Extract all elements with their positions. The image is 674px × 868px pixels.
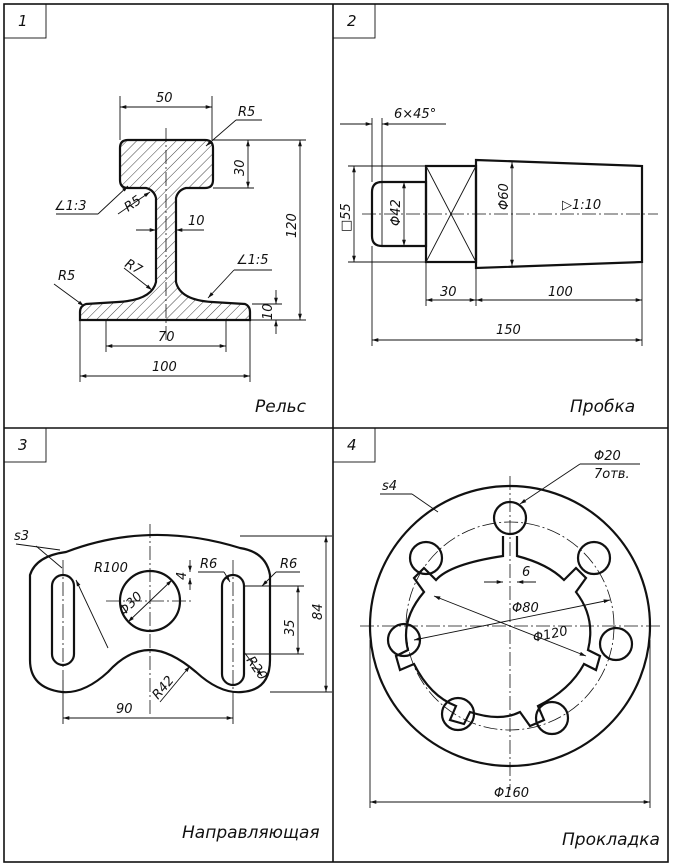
- rail-dim-top-width: 50: [156, 91, 173, 106]
- panel-2-title: Пробка: [570, 397, 635, 417]
- plug-dim-d2: Φ60: [497, 183, 512, 210]
- gasket-drawing: Φ20 7отв. s4 6 Φ80 Φ120 Φ160: [360, 449, 660, 808]
- plug-drawing: 6×45° □55 Φ42 Φ60 ▷1:10 30 100 150: [339, 107, 658, 346]
- gasket-dim-holes: 7отв.: [594, 467, 630, 482]
- guide-dim-r-big: R100: [94, 561, 128, 576]
- rail-dim-web: 10: [188, 214, 205, 229]
- rail-dim-head-height: 30: [233, 159, 248, 176]
- rail-dim-r-neck: R5: [122, 193, 145, 215]
- rail-dim-r-top: R5: [238, 105, 255, 120]
- panel-4-title: Прокладка: [562, 830, 660, 850]
- panel-1-title: Рельс: [255, 397, 307, 417]
- gasket-dim-d-circle: Φ120: [532, 624, 569, 646]
- plug-dim-square: □55: [339, 203, 354, 232]
- rail-dim-slope2: ∠1:5: [236, 253, 269, 268]
- rail-dim-base-width: 100: [152, 360, 177, 375]
- panel-1-number: 1: [18, 12, 28, 30]
- plug-dim-l1: 30: [440, 285, 457, 300]
- guide-dim-r-arc: R42: [150, 673, 178, 702]
- rail-dim-base-height: 10: [261, 303, 276, 320]
- guide-dim-width: 90: [116, 702, 133, 717]
- guide-dim-gap: 4: [175, 572, 190, 580]
- gasket-dim-d-hole: Φ20: [594, 449, 621, 464]
- gasket-dim-d-inner: Φ80: [512, 601, 539, 616]
- plug-dim-d1: Φ42: [389, 199, 404, 226]
- guide-drawing: s3 R100 Φ30 4 R6 R6 35 84 R20: [14, 524, 332, 724]
- gasket-dim-slot-w: 6: [522, 565, 530, 580]
- gasket-inner-opening: [394, 536, 602, 728]
- rail-dim-slope: ∠1:3: [54, 199, 87, 214]
- guide-dim-slot-len: 35: [283, 619, 298, 636]
- rail-section: [78, 138, 252, 322]
- panel-4-number: 4: [347, 436, 357, 454]
- plug-dim-chamfer: 6×45°: [394, 107, 436, 122]
- rail-dim-height: 120: [285, 213, 300, 238]
- panel-2-number: 2: [347, 12, 357, 30]
- rail-dim-r-fillet: R7: [122, 256, 145, 278]
- guide-dim-r-slot-left: R6: [200, 557, 217, 572]
- guide-dim-r-slot-right: R6: [280, 557, 297, 572]
- plug-dim-taper: ▷1:10: [562, 198, 601, 213]
- guide-dim-height: 84: [311, 603, 326, 620]
- rail-dim-base-inner: 70: [158, 330, 175, 345]
- rail-drawing: 50 R5 30 120 10 ∠1:3 R5 10 R7: [53, 91, 306, 382]
- plug-dim-total: 150: [496, 323, 521, 338]
- panel-number-tabs: 1 2 3 4: [3, 3, 376, 463]
- gasket-dim-surface: s4: [382, 479, 397, 494]
- gasket-dim-d-outer: Φ160: [494, 786, 529, 801]
- panel-3-title: Направляющая: [182, 823, 320, 843]
- guide-outline: [28, 533, 272, 694]
- panel-3-number: 3: [18, 436, 28, 454]
- rail-dim-r-base: R5: [58, 269, 75, 284]
- plug-dim-l2: 100: [548, 285, 573, 300]
- guide-dim-surface: s3: [14, 529, 29, 544]
- sheet-frame: [3, 3, 669, 863]
